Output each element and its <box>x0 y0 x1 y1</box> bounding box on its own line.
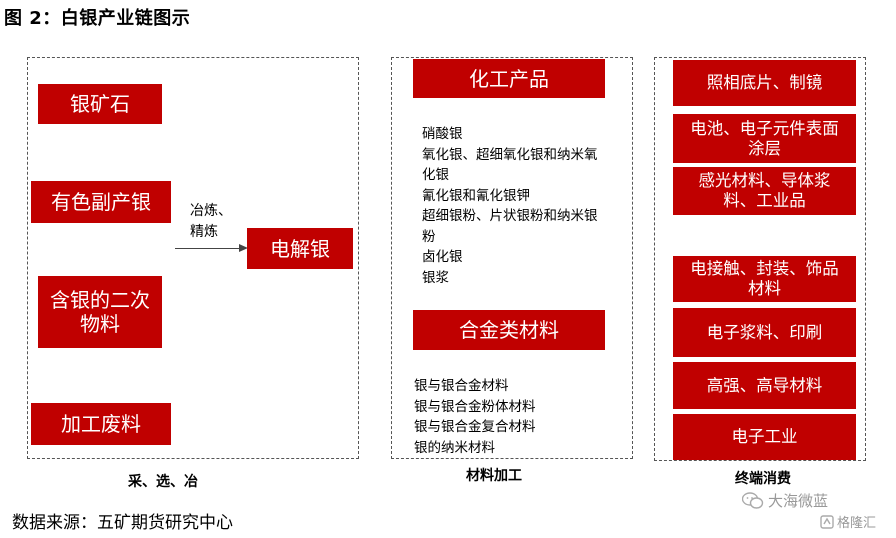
chemical-item: 卤化银 <box>422 249 463 265</box>
alloy-item: 银与银合金复合材料 <box>414 419 536 435</box>
chemical-item: 超细银粉、片状银粉和纳米银粉 <box>422 208 598 245</box>
use-paste-printing: 电子浆料、印刷 <box>673 308 856 357</box>
use-photosensitive-label: 感光材料、导体浆料、工业品 <box>698 171 831 210</box>
use-photosensitive: 感光材料、导体浆料、工业品 <box>673 167 856 215</box>
source-silver-ore: 银矿石 <box>38 84 162 124</box>
brand-watermark: 格隆汇 <box>820 512 876 531</box>
use-battery-coating: 电池、电子元件表面涂层 <box>673 114 856 163</box>
data-source: 数据来源：五矿期货研究中心 <box>12 513 233 533</box>
figure-title: 图 2：白银产业链图示 <box>4 8 191 29</box>
wechat-account-name: 大海微蓝 <box>768 492 829 510</box>
alloy-materials-header: 合金类材料 <box>413 310 605 350</box>
use-battery-coating-label: 电池、电子元件表面涂层 <box>690 118 839 158</box>
alloy-item: 银的纳米材料 <box>414 439 495 456</box>
chemical-products-list: 硝酸银 氧化银、超细氧化银和纳米氧化银 氰化银和氰化银钾 超细银粉、片状银粉和纳… <box>422 124 600 288</box>
wechat-watermark: 大海微蓝 <box>742 490 828 511</box>
materials-caption: 材料加工 <box>466 468 522 484</box>
source-byproduct-silver: 有色副产银 <box>31 181 171 223</box>
use-contact-packaging-label: 电接触、封装、饰品材料 <box>690 259 839 298</box>
chemical-products-header: 化工产品 <box>413 59 605 98</box>
mining-panel <box>27 57 359 459</box>
process-label-text: 冶炼、精炼 <box>190 203 232 240</box>
alloy-item: 银与银合金粉体材料 <box>414 398 536 415</box>
use-contact-packaging: 电接触、封装、饰品材料 <box>673 256 856 302</box>
electrolytic-silver: 电解银 <box>247 228 353 269</box>
wechat-icon <box>742 491 764 509</box>
source-processing-scrap: 加工废料 <box>31 403 171 445</box>
alloy-item: 银与银合金材料 <box>414 378 509 394</box>
chemical-item: 氰化银和氰化银钾 <box>422 187 530 204</box>
process-label: 冶炼、精炼 <box>190 201 244 243</box>
brand-name: 格隆汇 <box>837 516 877 531</box>
mining-caption: 采、选、冶 <box>128 474 198 490</box>
chemical-item: 氧化银、超细氧化银和纳米氧化银 <box>422 146 598 184</box>
process-arrow-line <box>175 248 239 249</box>
consumption-caption: 终端消费 <box>735 471 791 487</box>
materials-panel <box>391 57 633 459</box>
brand-logo-icon <box>820 514 834 529</box>
chemical-item: 硝酸银 <box>422 126 463 142</box>
consumption-panel <box>654 57 866 461</box>
source-secondary-material: 含银的二次物料 <box>38 276 162 348</box>
use-electronics: 电子工业 <box>673 414 856 460</box>
use-high-strength: 高强、高导材料 <box>673 362 856 409</box>
use-photo-mirror: 照相底片、制镜 <box>673 60 856 106</box>
chemical-item: 银浆 <box>422 269 449 286</box>
process-arrow-head <box>239 244 248 252</box>
source-secondary-material-label: 含银的二次物料 <box>50 288 150 336</box>
alloy-materials-list: 银与银合金材料 银与银合金粉体材料 银与银合金复合材料 银的纳米材料 <box>414 376 614 458</box>
